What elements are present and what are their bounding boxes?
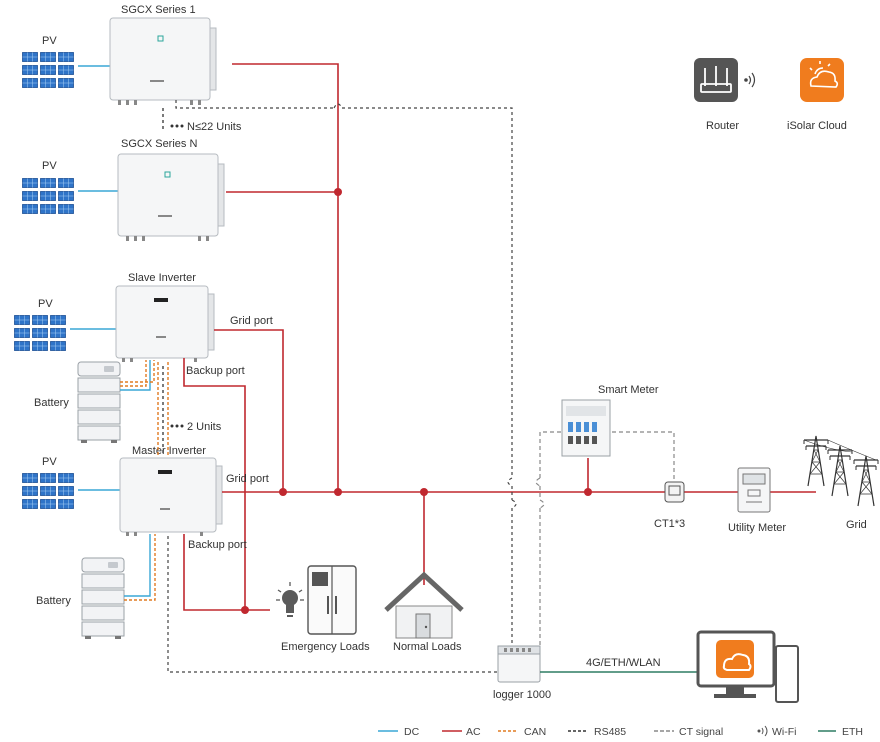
legend-item-rs485: RS485 [568,726,626,738]
legend-label-ct-signal: CT signal [679,726,723,738]
grid-port-label-slave: Grid port [230,315,273,327]
battery-stack-1 [77,361,121,444]
pv-array-4 [23,474,74,509]
sgcx-series-n-inverter [117,153,225,241]
network-label: 4G/ETH/WLAN [586,657,661,669]
pv-label-4: PV [42,456,57,468]
logger-label: logger 1000 [493,689,551,701]
ac-lines [183,63,816,611]
legend-item-wifi: Wi-Fi [757,725,797,738]
units-22-label: N≤22 Units [187,121,242,133]
isolar-cloud-label: iSolar Cloud [787,120,847,132]
pv-array-3 [15,316,66,351]
router-label: Router [706,120,739,132]
pv-label-1: PV [42,35,57,47]
legend-item-ct-signal: CT signal [654,726,723,738]
legend-item-can: CAN [498,726,546,738]
isolar-cloud-icon [800,58,844,102]
legend-label-rs485: RS485 [594,726,626,738]
pv-label-2: PV [42,160,57,172]
master-inverter-label: Master Inverter [132,445,206,457]
battery-label-1: Battery [34,397,69,409]
ac-junctions [241,188,592,614]
pv-array-1: solar-panel-icon [23,53,74,88]
slave-inverter [115,285,215,362]
sgcx-series-1-inverter [109,17,217,105]
master-inverter [119,457,223,536]
router-icon [694,58,738,102]
smart-meter-icon [561,399,611,457]
smart-meter-label: Smart Meter [598,384,659,396]
units-2-label: 2 Units [187,421,222,433]
backup-port-label-slave: Backup port [186,365,245,377]
backup-port-label-master: Backup port [188,539,247,551]
legend-item-dc: DC [378,726,420,738]
emergency-loads-label: Emergency Loads [281,641,370,653]
utility-meter-label: Utility Meter [728,522,786,534]
legend-item-eth: ETH [818,726,863,738]
slave-inverter-label: Slave Inverter [128,272,196,284]
refrigerator-icon [307,565,357,635]
logger-icon [497,645,541,683]
ellipsis-dots-1 [170,124,184,128]
legend-label-eth: ETH [842,726,863,738]
house-icon [384,571,464,639]
wifi-icon [744,72,756,88]
rs485-lines [167,100,517,673]
grid-port-label-master: Grid port [226,473,269,485]
ct-label: CT1*3 [654,518,685,530]
legend-label-ac: AC [466,726,481,738]
legend-item-ac: AC [442,726,481,738]
battery-label-2: Battery [36,595,71,607]
light-bulb-icon [276,582,304,617]
normal-loads-label: Normal Loads [393,641,462,653]
pv-array-2 [23,179,74,214]
legend-wifi-icon [757,725,768,737]
pv-label-3: PV [38,298,53,310]
legend-label-dc: DC [404,726,420,738]
grid-label: Grid [846,519,867,531]
monitor-icon [696,630,799,703]
ct-clamp-icon [664,481,685,503]
dc-lines [70,65,120,491]
sgcx-series-1-label: SGCX Series 1 [121,4,196,16]
transmission-tower-icon [803,435,879,507]
battery-stack-2 [81,557,125,640]
ellipsis-dots-2 [170,424,184,428]
can-links [157,362,169,456]
legend-label-wifi: Wi-Fi [772,726,797,738]
battery-links [120,360,156,601]
sgcx-series-n-label: SGCX Series N [121,138,197,150]
legend-label-can: CAN [524,726,546,738]
ct-signal-lines [535,431,675,646]
legend: DC AC CAN RS485 CT signal Wi-Fi [378,725,863,738]
utility-meter-icon [737,467,771,513]
